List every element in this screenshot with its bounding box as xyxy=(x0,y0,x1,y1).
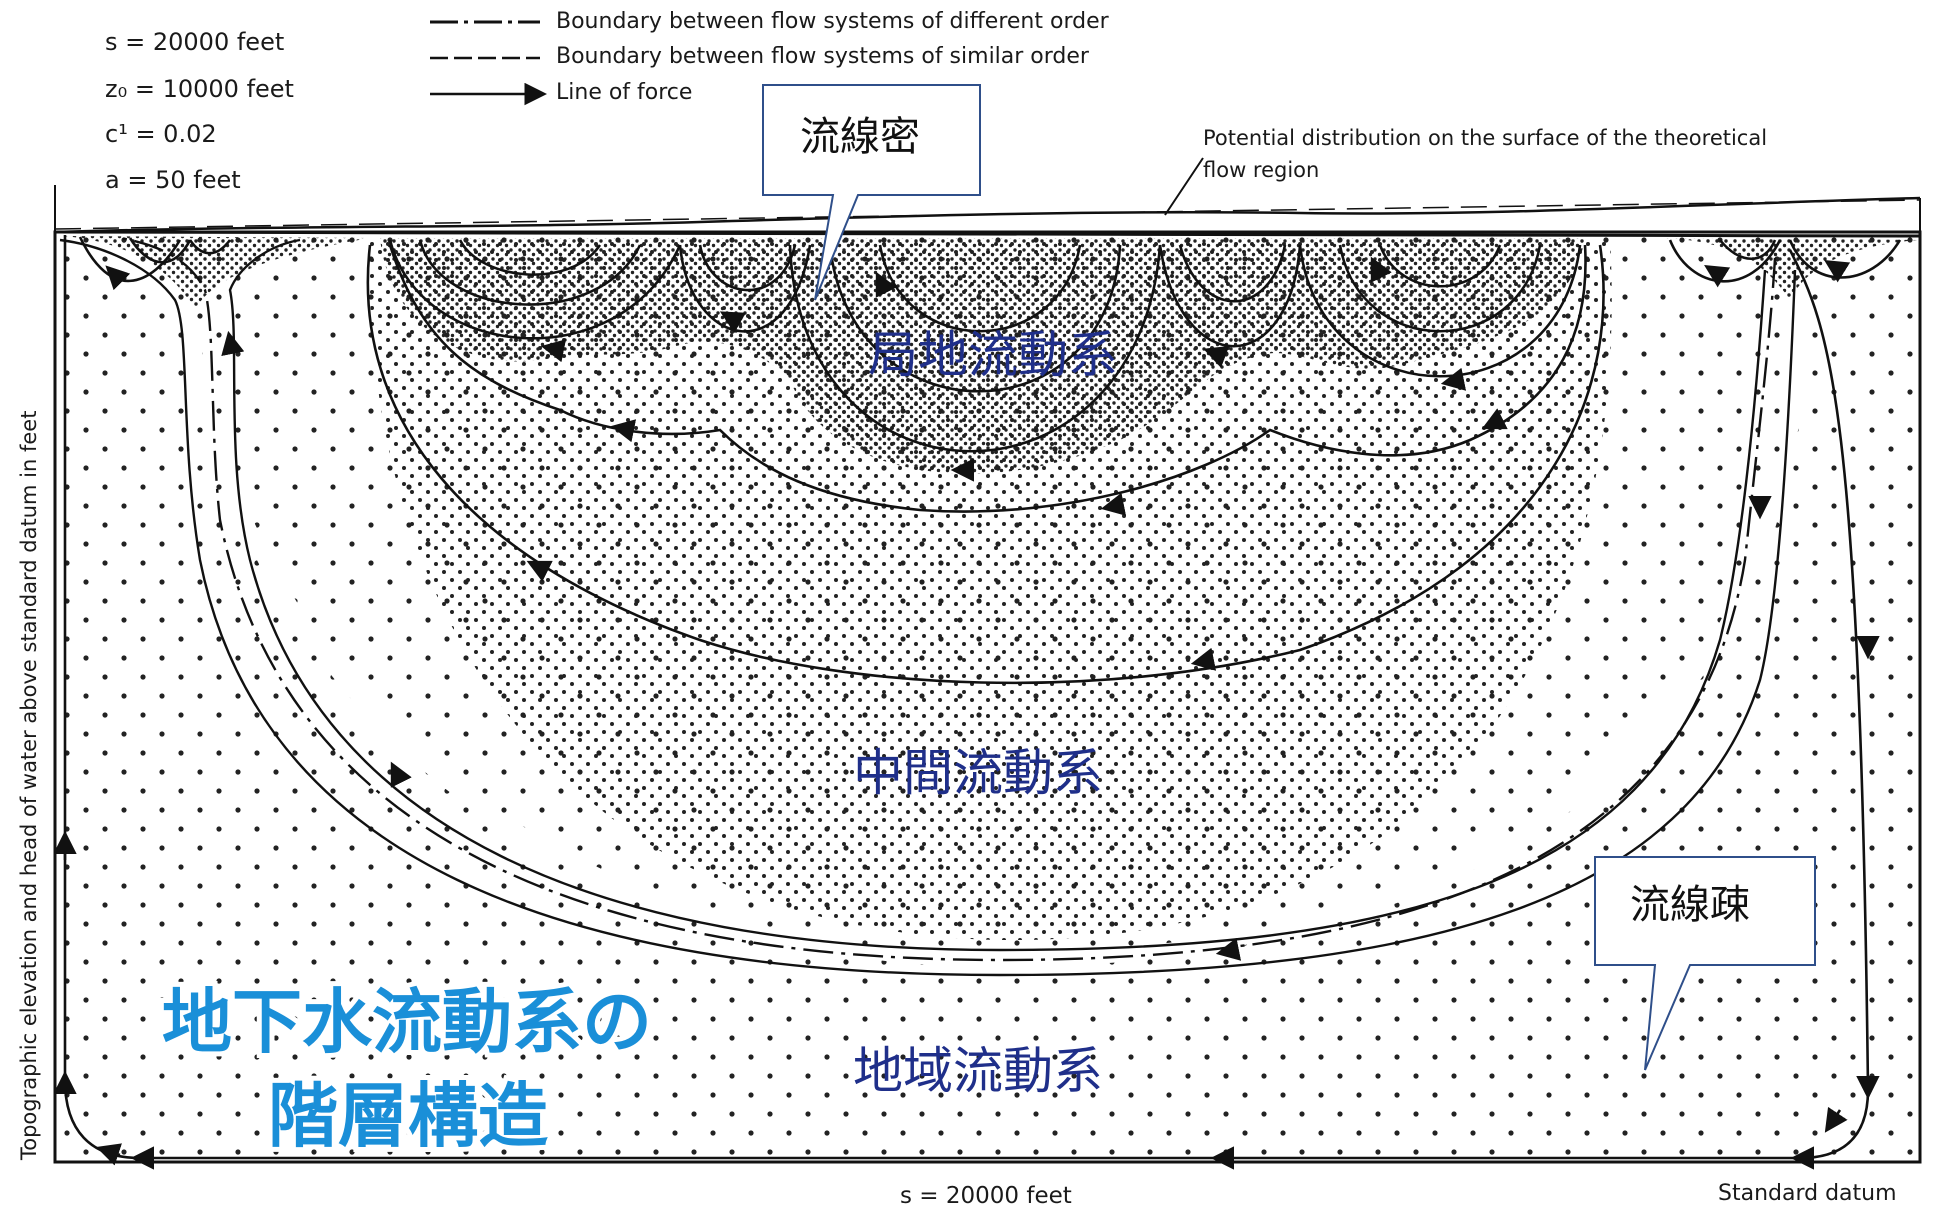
potential-annotation: Potential distribution on the surface of… xyxy=(1164,126,1767,216)
diagram-title-line1: 地下水流動系の xyxy=(162,981,652,1063)
local-system-area-left xyxy=(62,236,370,310)
topographic-surface xyxy=(54,230,1921,238)
x-axis-label: s = 20000 feet xyxy=(900,1183,1072,1209)
callout-dense-text: 流線密 xyxy=(800,114,920,160)
flow-region xyxy=(53,185,1922,1164)
local-system-area-right xyxy=(1660,238,1918,300)
local-cell-2 xyxy=(388,239,682,340)
local-cell-4 xyxy=(788,244,1162,453)
datum-label: Standard datum xyxy=(1718,1181,1897,1206)
y-axis-label: Topographic elevation and head of water … xyxy=(17,411,41,1161)
callout-sparse-text: 流線疎 xyxy=(1630,882,1750,928)
param-c: c¹ = 0.02 xyxy=(105,120,217,148)
boundary-different-order xyxy=(119,236,1777,962)
local-cell-5 xyxy=(1158,244,1302,348)
param-z0: z₀ = 10000 feet xyxy=(105,75,294,103)
local-cell-6 xyxy=(1298,244,1582,378)
intermediate-flow-line xyxy=(366,244,1605,685)
intermediate-system-area xyxy=(369,238,1612,941)
legend-label-different-order: Boundary between flow systems of differe… xyxy=(556,9,1110,34)
param-s: s = 20000 feet xyxy=(105,28,284,56)
intermediate-system-label: 中間流動系 xyxy=(853,744,1103,802)
flow-lines xyxy=(53,235,1902,1170)
diagram-title-line2: 階層構造 xyxy=(268,1075,548,1157)
legend-label-similar-order: Boundary between flow systems of similar… xyxy=(556,44,1090,69)
intermediate-flow-line-inner xyxy=(388,244,1587,513)
potential-label-line2: flow region xyxy=(1203,158,1319,182)
potential-label-line1: Potential distribution on the surface of… xyxy=(1203,126,1767,150)
local-system-area-center xyxy=(380,238,1585,474)
local-system-label: 局地流動系 xyxy=(868,326,1118,384)
callout-sparse: 流線疎 xyxy=(1594,856,1816,1071)
param-a: a = 50 feet xyxy=(105,166,241,194)
callout-dense: 流線密 xyxy=(762,84,981,301)
legend-label-force: Line of force xyxy=(556,80,692,105)
regional-system-label: 地域流動系 xyxy=(853,1042,1103,1100)
legend: s = 20000 feet z₀ = 10000 feet c¹ = 0.02… xyxy=(105,9,1110,194)
